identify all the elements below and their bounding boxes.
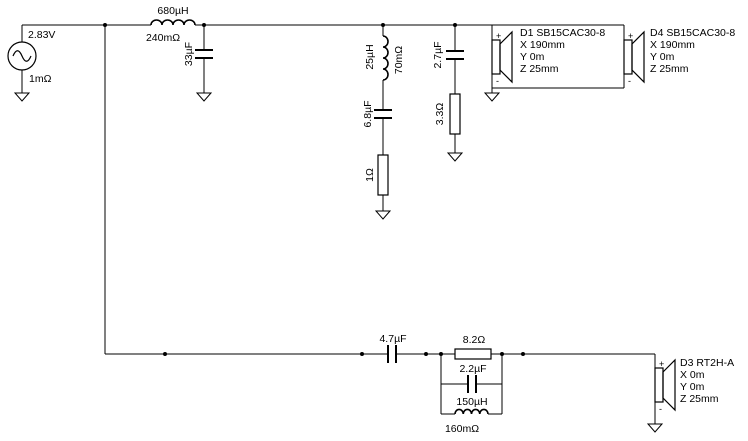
driver-d1-z: Z 25mm [520,63,559,75]
tweeter-cap-value-label: 4.7µF [379,333,406,345]
driver-d4-speaker-icon[interactable] [623,30,645,84]
trap-cap-value-label: 2.2µF [459,363,486,375]
trap-inductor[interactable] [454,408,489,415]
zobel-res-value-label: 3.3Ω [434,103,446,126]
zobel-capacitor[interactable] [446,50,464,60]
driver-d3-z: Z 25mm [680,393,719,405]
ground-icon [374,210,392,220]
notch-resistor[interactable] [377,154,389,196]
driver-d3-x: X 0m [680,369,705,381]
voltage-source[interactable] [7,41,37,71]
driver-d4-minus: - [628,76,631,86]
trap-inductor-dcr-label: 160mΩ [445,423,479,435]
notch-inductor-value-label: 25µH [364,44,376,69]
source-voltage-label: 2.83V [28,29,55,41]
driver-d1-minus: - [496,76,499,86]
driver-d4-x: X 190mm [650,39,695,51]
tweeter-res-value-label: 8.2Ω [463,334,486,346]
driver-d1-x: X 190mm [520,39,565,51]
driver-d3-name: D3 RT2H-A [680,357,734,369]
wires [21,24,656,424]
notch-cap-value-label: 6.8µF [362,100,374,127]
notch-inductor-dcr-label: 70mΩ [393,46,405,74]
tweeter-series-capacitor[interactable] [387,345,397,363]
driver-d1-y: Y 0m [520,51,545,63]
shunt-capacitor-33uf[interactable] [195,49,213,59]
notch-res-value-label: 1Ω [364,168,376,182]
driver-d4-y: Y 0m [650,51,675,63]
ground-icon [195,92,213,102]
zobel-resistor[interactable] [449,93,461,135]
driver-d1-speaker-icon[interactable] [491,30,513,84]
driver-d4-plus: + [628,31,633,41]
driver-d3-plus: + [659,359,664,369]
inductor-680-value-label: 680µH [157,5,188,17]
trap-inductor-value-label: 150µH [456,396,487,408]
driver-d3-y: Y 0m [680,381,705,393]
driver-d1-name: D1 SB15CAC30-8 [520,27,605,39]
driver-d3-speaker-icon[interactable] [654,358,676,412]
notch-inductor[interactable] [382,35,389,81]
ground-icon [13,92,31,102]
source-resistance-label: 1mΩ [29,73,52,85]
ground-icon [483,92,501,102]
zobel-cap-value-label: 2.7µF [432,41,444,68]
ground-icon [446,152,464,162]
inductor-680-dcr-label: 240mΩ [146,32,180,44]
trap-capacitor[interactable] [467,375,477,393]
tweeter-series-resistor[interactable] [454,348,492,360]
driver-d4-name: D4 SB15CAC30-8 [650,27,735,39]
notch-capacitor[interactable] [374,109,392,119]
driver-d4-z: Z 25mm [650,63,689,75]
junction-dots [103,23,525,356]
driver-d1-plus: + [496,31,501,41]
cap-33-value-label: 33µF [183,42,195,66]
ground-icon [646,423,664,433]
ground-symbols [13,92,664,433]
series-inductor[interactable] [150,19,196,26]
driver-d3-minus: - [659,404,662,414]
